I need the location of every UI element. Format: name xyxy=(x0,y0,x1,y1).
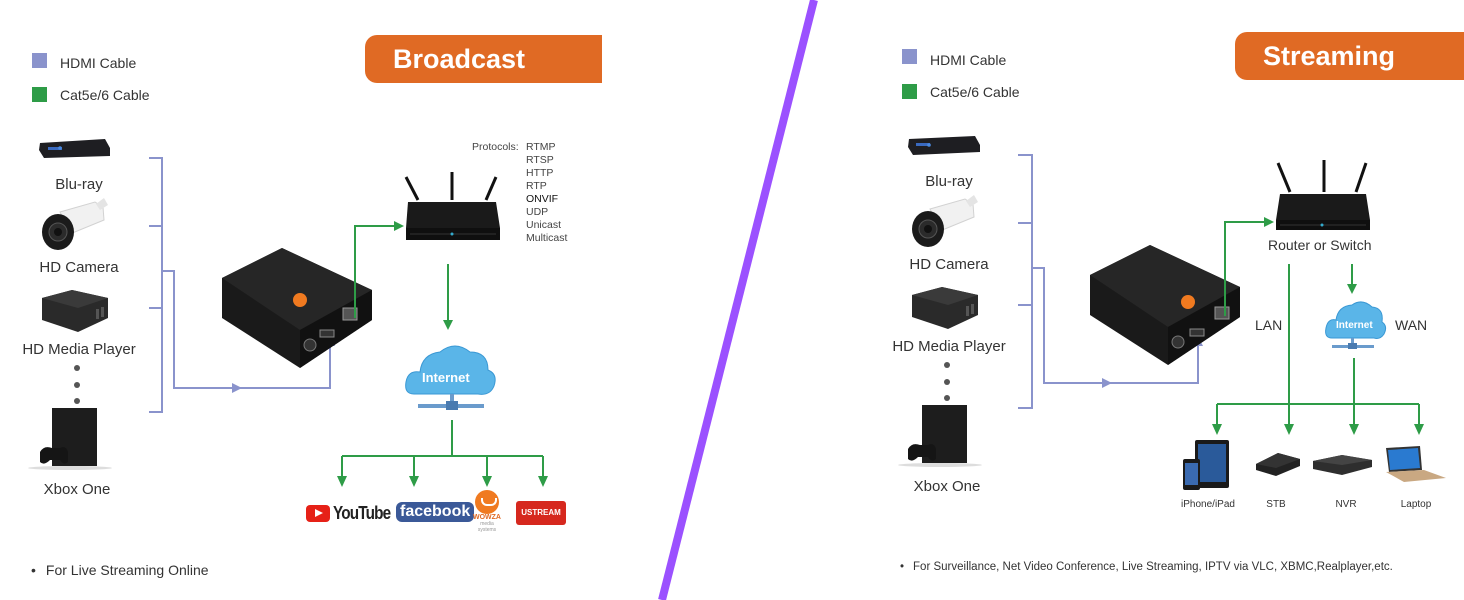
stb-icon xyxy=(1256,453,1300,476)
cat-legend-label: Cat5e/6 Cable xyxy=(930,84,1020,100)
encoder-icon xyxy=(1090,245,1240,365)
broadcast-title-banner: Broadcast xyxy=(365,35,602,83)
streaming-note-text: For Surveillance, Net Video Conference, … xyxy=(913,561,1393,573)
protocol-item: HTTP xyxy=(526,167,554,179)
laptop-icon xyxy=(1386,446,1446,482)
protocol-item: Multicast xyxy=(526,232,568,244)
media-player-icon xyxy=(912,287,978,329)
camera-icon xyxy=(42,198,108,250)
cat-legend-label: Cat5e/6 Cable xyxy=(60,87,150,103)
cat-arrow-icon xyxy=(1349,424,1359,435)
hdmi-legend-label: HDMI Cable xyxy=(60,55,137,71)
bluray-icon xyxy=(39,139,110,158)
streaming-note: •For Surveillance, Net Video Conference,… xyxy=(900,561,1393,573)
source-label-bluray: Blu-ray xyxy=(55,176,103,193)
youtube-play-icon xyxy=(306,505,330,522)
client-label-nvr: NVR xyxy=(1335,499,1357,510)
internet-cloud-icon xyxy=(405,345,496,410)
more-devices-dots xyxy=(74,365,80,404)
lan-label: LAN xyxy=(1255,317,1283,333)
cat-arrow-icon xyxy=(1212,424,1222,435)
protocol-item: RTMP xyxy=(526,141,556,153)
protocols-list: RTMP RTSP HTTP RTP ONVIF UDP Unicast Mul… xyxy=(526,141,567,245)
internet-label: Internet xyxy=(1336,320,1373,331)
wowza-logo: WOWZA media systems xyxy=(472,490,502,533)
protocol-item: RTP xyxy=(526,180,547,192)
nvr-icon xyxy=(1313,455,1372,475)
client-label-iphone-ipad: iPhone/iPad xyxy=(1181,499,1235,510)
source-label-xbox: Xbox One xyxy=(43,481,111,498)
broadcast-note: •For Live Streaming Online xyxy=(31,562,209,578)
youtube-logo: YouTube xyxy=(306,503,400,524)
hdmi-legend-label: HDMI Cable xyxy=(930,52,1007,68)
source-label-xbox: Xbox One xyxy=(913,478,981,495)
cat-arrow-icon xyxy=(482,476,492,487)
router-icon xyxy=(1276,160,1370,230)
hdmi-bracket xyxy=(149,157,331,413)
internet-cloud-icon xyxy=(1325,301,1387,349)
protocol-item: Unicast xyxy=(526,219,562,231)
source-label-bluray: Blu-ray xyxy=(925,173,973,190)
source-label-camera: HD Camera xyxy=(39,259,119,276)
protocols-label: Protocols: xyxy=(472,141,519,153)
xbox-icon xyxy=(898,405,982,467)
cat-arrow-icon xyxy=(1264,217,1274,227)
hdmi-legend-swatch xyxy=(32,53,47,68)
xbox-icon xyxy=(28,408,112,470)
cat-cable-network xyxy=(1216,221,1420,426)
media-player-icon xyxy=(42,290,108,332)
source-label-media-player: HD Media Player xyxy=(892,338,1006,355)
router-icon xyxy=(404,172,500,240)
streaming-title-banner: Streaming xyxy=(1235,32,1464,80)
router-label: Router or Switch xyxy=(1268,237,1372,253)
wowza-icon xyxy=(475,490,499,514)
protocol-item: UDP xyxy=(526,206,549,218)
source-label-media-player: HD Media Player xyxy=(22,341,136,358)
cat-arrow-icon xyxy=(443,320,453,330)
broadcast-note-text: For Live Streaming Online xyxy=(45,562,209,578)
hdmi-legend-swatch xyxy=(902,49,917,64)
client-label-laptop: Laptop xyxy=(1400,499,1432,510)
cat-legend-swatch xyxy=(902,84,917,99)
cat-arrow-icon xyxy=(409,476,419,487)
iphone-ipad-icon xyxy=(1183,440,1229,490)
hdmi-arrow-icon xyxy=(1102,378,1112,388)
cat-legend-swatch xyxy=(32,87,47,102)
cat-arrow-icon xyxy=(1347,284,1357,294)
hdmi-bracket xyxy=(1018,154,1199,409)
cat-arrow-icon xyxy=(337,476,347,487)
wan-label: WAN xyxy=(1395,317,1428,333)
internet-label: Internet xyxy=(422,370,470,385)
hdmi-arrow-icon xyxy=(232,383,242,393)
protocol-item: RTSP xyxy=(526,154,554,166)
broadcast-diagram xyxy=(28,139,548,487)
facebook-logo: facebook xyxy=(396,502,475,522)
more-devices-dots xyxy=(944,362,950,401)
client-label-stb: STB xyxy=(1266,499,1286,510)
bluray-icon xyxy=(908,136,980,155)
cat-arrow-icon xyxy=(394,221,404,231)
cat-arrow-icon xyxy=(1414,424,1424,435)
cat-cable-encoder-router xyxy=(341,225,544,478)
source-label-camera: HD Camera xyxy=(909,256,989,273)
cat-arrow-icon xyxy=(1284,424,1294,435)
camera-icon xyxy=(912,195,978,247)
cat-arrow-icon xyxy=(538,476,548,487)
protocol-item: ONVIF xyxy=(526,193,559,205)
ustream-logo: USTREAM xyxy=(516,501,566,525)
